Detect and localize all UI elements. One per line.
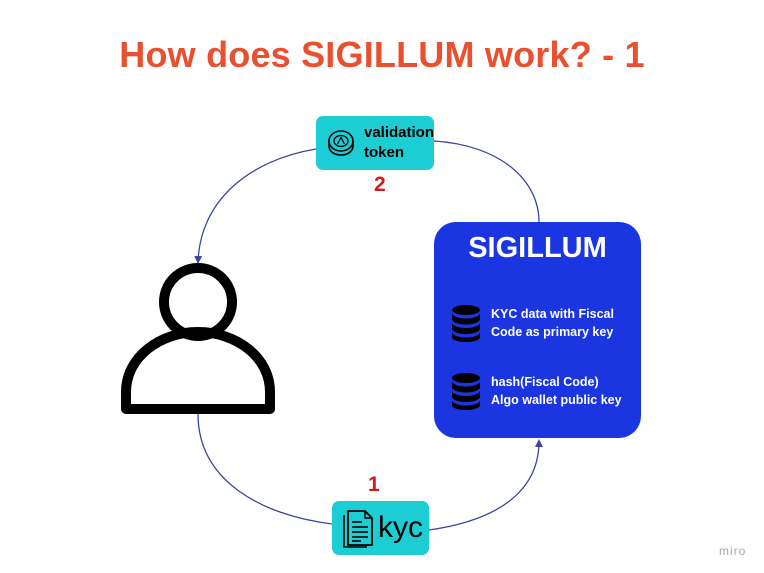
db1-line1: KYC data with Fiscal bbox=[491, 307, 614, 321]
hash-wallet-store: hash(Fiscal Code) Algo wallet public key bbox=[451, 372, 622, 410]
token-label-line2: token bbox=[363, 144, 404, 161]
validation-token-box: validation token bbox=[316, 116, 434, 170]
connector-token-to-user bbox=[194, 148, 317, 264]
step-1-label: 1 bbox=[368, 473, 380, 496]
kyc-label: kyc bbox=[378, 511, 423, 544]
connector-kyc-to-sigillum bbox=[428, 439, 543, 531]
db2-line2: Algo wallet public key bbox=[491, 393, 622, 407]
sigillum-box: SIGILLUM KYC data with Fiscal Code as pr… bbox=[434, 222, 641, 438]
kyc-box: kyc bbox=[332, 501, 429, 555]
sigillum-title: SIGILLUM bbox=[468, 232, 607, 264]
miro-watermark: miro bbox=[719, 544, 747, 558]
connector-sigillum-to-token bbox=[433, 140, 540, 223]
database-icon bbox=[452, 305, 480, 342]
person-icon bbox=[121, 263, 275, 414]
connector-user-to-kyc bbox=[197, 413, 333, 525]
document-icon bbox=[343, 510, 373, 548]
coin-icon bbox=[328, 130, 354, 156]
page-title: How does SIGILLUM work? - 1 bbox=[119, 34, 645, 75]
db2-line1: hash(Fiscal Code) bbox=[491, 375, 599, 389]
database-icon bbox=[452, 373, 480, 410]
step-2-label: 2 bbox=[374, 173, 386, 196]
db1-line2: Code as primary key bbox=[491, 325, 614, 339]
kyc-data-store: KYC data with Fiscal Code as primary key bbox=[451, 304, 614, 342]
token-label-line1: validation bbox=[363, 124, 434, 141]
